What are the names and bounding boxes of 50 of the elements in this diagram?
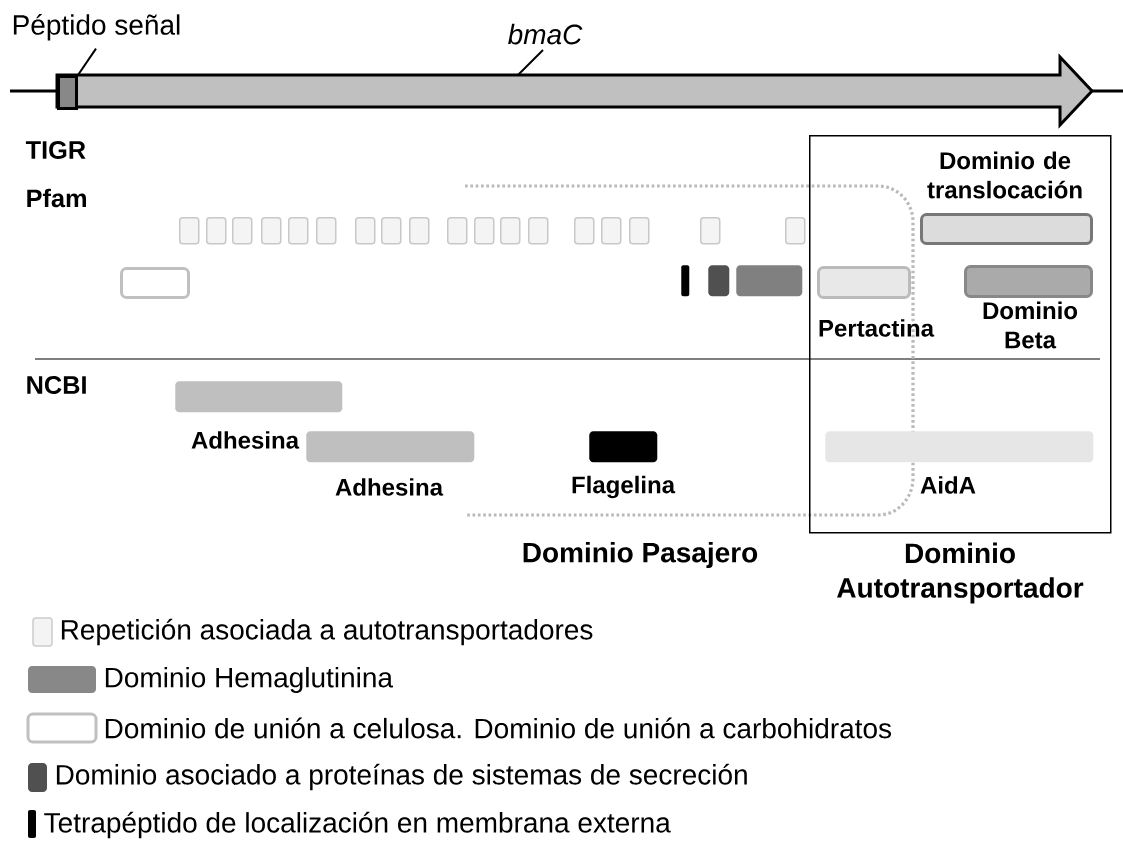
repeat-box	[700, 217, 721, 245]
row-label: TIGR	[25, 141, 86, 159]
legend-label: Dominio Hemaglutinina	[105, 666, 393, 694]
leader-line	[517, 49, 544, 76]
repeat-box	[601, 217, 622, 245]
row-label: Pfam	[27, 188, 86, 208]
repeat-box	[528, 217, 549, 245]
repeat-box	[206, 217, 227, 245]
repeat-box	[574, 217, 595, 245]
repeat-box	[447, 217, 468, 245]
node-label: AidA	[920, 476, 976, 494]
domain-bar	[681, 265, 690, 297]
domain-bar: Flagelina	[572, 431, 676, 499]
node-label: Dominio Beta	[983, 301, 1078, 349]
repeat-box	[629, 217, 650, 245]
label-text: Péptido señal	[13, 13, 180, 41]
domain-bar: Pertactina	[817, 266, 935, 337]
region-label: Dominio Pasajero	[523, 541, 758, 569]
repeat-box	[355, 217, 376, 245]
domain-bar	[708, 265, 730, 297]
gene-arrow	[55, 53, 1095, 129]
domain-bar: Dominio Beta	[964, 265, 1093, 349]
domain-bar: Dominio de translocación	[920, 151, 1093, 245]
repeat-box	[381, 217, 402, 245]
legend-label: Repetición asociada a autotransportadores	[61, 618, 593, 646]
repeat-box	[500, 217, 521, 245]
node-label: Pertactina	[819, 319, 935, 337]
legend-label: Dominio de unión a celulosa. Dominio de unión a carbohidratos	[105, 717, 892, 739]
legend-label: Dominio asociado a proteínas de sistemas de secreción	[56, 763, 747, 791]
signal-peptide-box	[57, 75, 78, 110]
node-label: Dominio Autotransportador	[837, 542, 1084, 604]
node-label: Adhesina	[191, 431, 300, 449]
gene-name: bmaC	[508, 23, 583, 45]
repeat-box	[474, 217, 495, 245]
leader-line	[77, 47, 97, 76]
repeat-box	[232, 217, 253, 245]
domain-bar	[736, 265, 803, 297]
row-label: NCBI	[27, 376, 86, 394]
repeat-box	[288, 217, 309, 245]
repeat-box	[179, 217, 200, 245]
repeat-box	[409, 217, 430, 245]
domain-bar	[120, 267, 190, 299]
repeat-box	[316, 217, 337, 245]
legend-label: Tetrapéptido de localización en membrana externa	[44, 811, 671, 839]
node-label: Dominio de translocación	[927, 151, 1082, 199]
node-label: Flagelina	[572, 475, 676, 499]
node-label: Adhesina	[335, 478, 444, 496]
repeat-box	[785, 217, 806, 245]
repeat-box	[261, 217, 282, 245]
domain-bar: AidA	[825, 431, 1094, 494]
